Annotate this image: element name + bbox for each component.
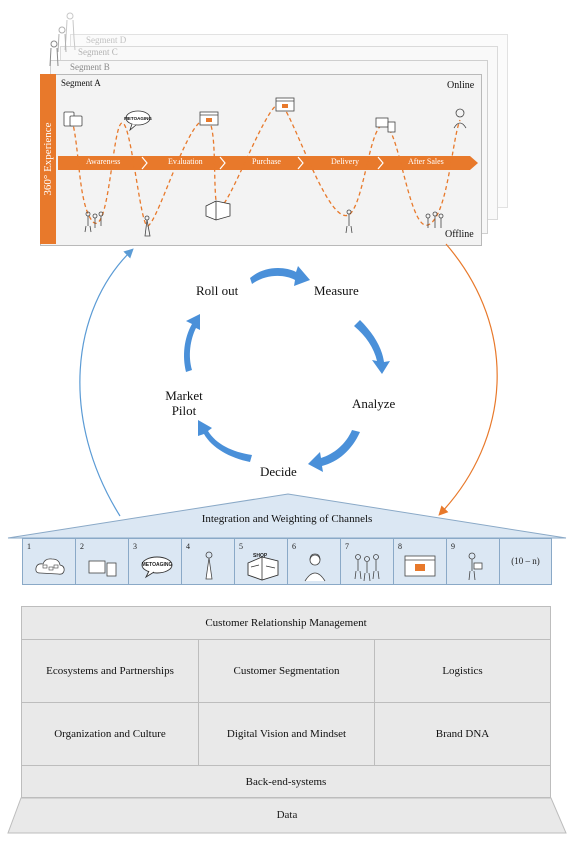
channel-cell-2: 2: [75, 539, 129, 585]
group-icon: [84, 211, 104, 233]
channel-num: 4: [186, 542, 190, 551]
logistics-block: Logistics: [374, 639, 551, 703]
arrow-measure-to-analyze: [354, 320, 390, 374]
channels-title: Integration and Weighting of Channels: [201, 513, 373, 525]
web-shop-icon: [404, 555, 436, 577]
phase-awareness: Awareness: [86, 157, 121, 166]
experience-bar: 360° Experience: [40, 74, 56, 244]
phase-evaluation: Evaluation: [168, 157, 203, 166]
cycle-diagram: [79, 243, 498, 517]
person-icon: [144, 215, 151, 237]
channel-num: 9: [451, 542, 455, 551]
channel-cell-7: 7: [340, 539, 394, 585]
speech-bubble-icon: METOAGING: [124, 110, 152, 132]
cycle-roll-out: Roll out: [196, 283, 239, 298]
tablet-icon: [63, 111, 83, 127]
delivery-person-icon: [345, 209, 353, 234]
arrow-pilot-to-rollout: [184, 314, 200, 372]
web-shop-icon-2: [275, 97, 295, 112]
channel-more-label: (10 – n): [511, 556, 540, 566]
data-base-shape: [7, 797, 567, 834]
channel-cell-4: 4: [181, 539, 235, 585]
cycle-market: Market: [165, 388, 203, 403]
arrow-decide-to-pilot: [198, 420, 252, 462]
channel-num: 5: [239, 542, 243, 551]
store-icon: [205, 200, 231, 221]
speech-bubble-icon: [141, 556, 173, 579]
segment-people-icon: [49, 12, 76, 67]
svg-text:METOAGING: METOAGING: [124, 116, 152, 121]
segment-b-label: Segment B: [70, 62, 110, 72]
segment-d-label: Segment D: [86, 35, 127, 45]
arrow-analyze-to-decide: [308, 430, 360, 472]
channel-num: 7: [345, 542, 349, 551]
channel-cell-5: 5 SHOP: [234, 539, 288, 585]
customer-journey-path: METOAGING: [63, 97, 467, 237]
channel-num: 3: [133, 542, 137, 551]
feedback-arrow-right: [438, 243, 498, 516]
channel-num: 8: [398, 542, 402, 551]
segment-a-label: Segment A: [61, 78, 101, 88]
person-icon: [205, 551, 213, 580]
group-icon-2: [425, 211, 444, 228]
feedback-arrow-left: [79, 248, 134, 517]
data-label: Data: [276, 809, 298, 821]
channel-num: 6: [292, 542, 296, 551]
group-icon: [354, 554, 380, 582]
store-sign-text: SHOP: [253, 553, 268, 559]
crm-block: Customer Relationship Management: [21, 606, 551, 640]
call-center-icon: [304, 553, 326, 582]
channel-cell-1: 1: [22, 539, 76, 585]
organization-block: Organization and Culture: [21, 702, 199, 766]
call-center-icon: [453, 108, 467, 129]
speech-bubble-text: METOAGING: [141, 562, 173, 568]
store-icon: [247, 556, 279, 581]
phase-after-sales: After Sales: [408, 157, 444, 166]
phase-purchase: Purchase: [252, 157, 281, 166]
channel-cell-8: 8: [393, 539, 447, 585]
arrow-rollout-to-measure: [250, 266, 310, 286]
channel-cell-3: 3 METOAGING: [128, 539, 182, 585]
channel-cell-10: (10 – n): [499, 539, 552, 585]
segmentation-block: Customer Segmentation: [198, 639, 375, 703]
cycle-decide: Decide: [260, 464, 297, 479]
devices-icon: [88, 560, 117, 577]
cycle-measure: Measure: [314, 283, 359, 298]
cloud-devices-icon: [35, 558, 65, 575]
offline-label: Offline: [445, 229, 474, 240]
channel-cell-6: 6: [287, 539, 341, 585]
journey-phase-bar: [58, 156, 478, 170]
segment-c-label: Segment C: [78, 47, 118, 57]
channel-num: 2: [80, 542, 84, 551]
backend-block: Back-end-systems: [21, 765, 551, 798]
channel-cell-9: 9: [446, 539, 500, 585]
digital-vision-block: Digital Vision and Mindset: [198, 702, 375, 766]
phase-delivery: Delivery: [331, 157, 359, 166]
channel-num: 1: [27, 542, 31, 551]
web-shop-icon: [199, 111, 219, 126]
cycle-market-pilot: Market Pilot: [160, 388, 208, 418]
cycle-analyze: Analyze: [352, 396, 396, 411]
devices-icon: [375, 117, 396, 133]
delivery-person-icon: [468, 552, 483, 581]
ecosystems-block: Ecosystems and Partnerships: [21, 639, 199, 703]
online-label: Online: [447, 80, 475, 91]
brand-dna-block: Brand DNA: [374, 702, 551, 766]
cycle-pilot: Pilot: [171, 403, 197, 418]
